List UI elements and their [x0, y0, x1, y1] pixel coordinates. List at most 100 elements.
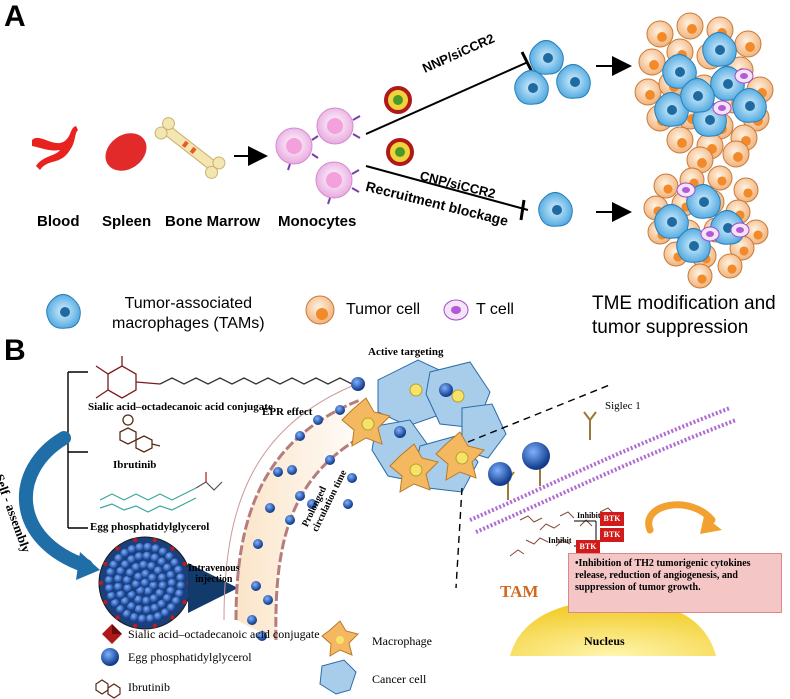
np-bead	[120, 548, 130, 558]
btk-badge-1: BTK	[600, 512, 624, 526]
legend-sialic-icon	[102, 624, 122, 644]
np-bead	[150, 553, 160, 563]
ibrutinib-label: Ibrutinib	[113, 459, 157, 471]
np-surface-ligand	[133, 538, 138, 543]
small-nanoparticle	[347, 473, 357, 483]
t-cell-nucleus	[718, 105, 726, 111]
np-bead	[113, 582, 123, 592]
cnp-path	[365, 165, 529, 211]
small-nanoparticle	[251, 581, 261, 591]
np-surface-ligand	[133, 623, 138, 628]
tumor-cell-nucleus	[677, 138, 687, 148]
np-bead	[160, 608, 170, 618]
tumor-cell-nucleus	[697, 158, 707, 168]
np-bead	[142, 551, 152, 561]
legend-tcell-label: T cell	[476, 301, 514, 318]
legend-macrophage-nucleus	[336, 636, 344, 644]
np-bead	[134, 572, 143, 582]
tumor-cell-nucleus	[727, 264, 737, 274]
small-nanoparticle	[257, 631, 267, 641]
np-bead	[170, 558, 180, 568]
legend-tam-icon	[46, 294, 81, 329]
np-bead	[151, 544, 161, 554]
effect-arrow-head	[700, 516, 722, 534]
tumor-cluster-lower	[643, 165, 769, 289]
legend-ibrutinib-icon	[95, 679, 121, 699]
np-surface-ligand	[103, 600, 108, 605]
circulating-nanoparticles	[247, 405, 357, 641]
monocytes-icon	[275, 107, 361, 205]
np-surface-ligand	[170, 615, 175, 620]
np-bead	[145, 614, 155, 624]
np-bead	[176, 581, 186, 591]
inhibit-label-2: Inhibit	[548, 536, 572, 545]
tumor-cluster-upper	[634, 12, 774, 174]
source-label-blood: Blood	[37, 213, 80, 230]
np-bead	[158, 581, 168, 591]
self-assembly-arrow	[18, 431, 93, 573]
np-bead	[135, 542, 145, 552]
small-nanoparticle	[295, 491, 305, 501]
small-nanoparticle	[325, 455, 335, 465]
np-bead	[122, 609, 132, 619]
nnp-block-bar	[520, 51, 534, 73]
legend-tam-line2: macrophages (TAMs)	[112, 315, 265, 332]
tumor-cell-nucleus	[739, 246, 749, 256]
small-nanoparticle	[273, 467, 283, 477]
np-bead	[140, 578, 150, 588]
tumor-cell-nucleus	[649, 60, 659, 70]
ibrutinib-molecule-icon	[119, 414, 161, 453]
np-bead	[171, 596, 181, 606]
sialic-conjugate-label: Sialic acid–octadecanoic acid conjugate	[88, 401, 273, 413]
tam-nucleus	[675, 67, 685, 77]
np-bead	[113, 574, 123, 584]
np-surface-ligand	[170, 546, 175, 551]
small-nanoparticle	[307, 499, 317, 509]
np-bead	[142, 605, 152, 615]
tumor-cell-nucleus	[657, 32, 667, 42]
small-nanoparticle	[335, 405, 345, 415]
np-bead	[148, 573, 157, 583]
tme-line1: TME modification and	[592, 293, 776, 314]
siglec-label: Siglec 1	[605, 400, 641, 412]
small-nanoparticle	[253, 539, 263, 549]
nanoparticle-assembly-icon	[98, 536, 192, 630]
small-nanoparticle	[287, 465, 297, 475]
legend-egg-pg-icon	[101, 648, 119, 666]
small-nanoparticle	[295, 431, 305, 441]
np-bead	[122, 575, 132, 585]
legend-egg-pg-label: Egg phosphatidylglycerol	[128, 650, 252, 664]
legend-t-cell-icon	[443, 299, 469, 321]
np-bead	[141, 596, 151, 606]
tam-nucleus	[715, 45, 725, 55]
nnp-path	[365, 61, 529, 135]
np-bead	[131, 579, 141, 589]
effect-description-box: •Inhibition of TH2 tumorigenic cytokines…	[568, 553, 782, 613]
np-bead	[162, 593, 172, 603]
np-bead	[155, 588, 165, 598]
np-surface-ligand	[152, 538, 157, 543]
tumor-cell-nucleus	[645, 90, 655, 100]
np-bead	[157, 557, 167, 567]
np-bead	[104, 583, 114, 593]
composition-bracket	[67, 371, 88, 529]
zoom-line-lower	[455, 487, 463, 589]
np-surface-ligand	[99, 581, 103, 585]
tumor-microenvironment	[341, 359, 507, 493]
np-bead	[143, 586, 153, 596]
panel-b-letter: B	[4, 334, 26, 367]
tam-label: TAM	[500, 582, 539, 601]
tumor-cell-nucleus	[687, 24, 697, 34]
small-nanoparticle	[263, 595, 273, 605]
np-bead	[133, 595, 143, 605]
egg-pg-molecule-icon	[99, 472, 223, 513]
legend-cancer-cell-icon	[319, 659, 357, 695]
np-bead	[137, 614, 147, 624]
np-bead	[136, 586, 145, 596]
t-cell-nucleus	[736, 227, 744, 233]
np-surface-ligand	[115, 546, 120, 551]
np-bead	[127, 590, 137, 600]
np-bead	[104, 575, 114, 585]
btk-badge-3: BTK	[576, 540, 600, 554]
